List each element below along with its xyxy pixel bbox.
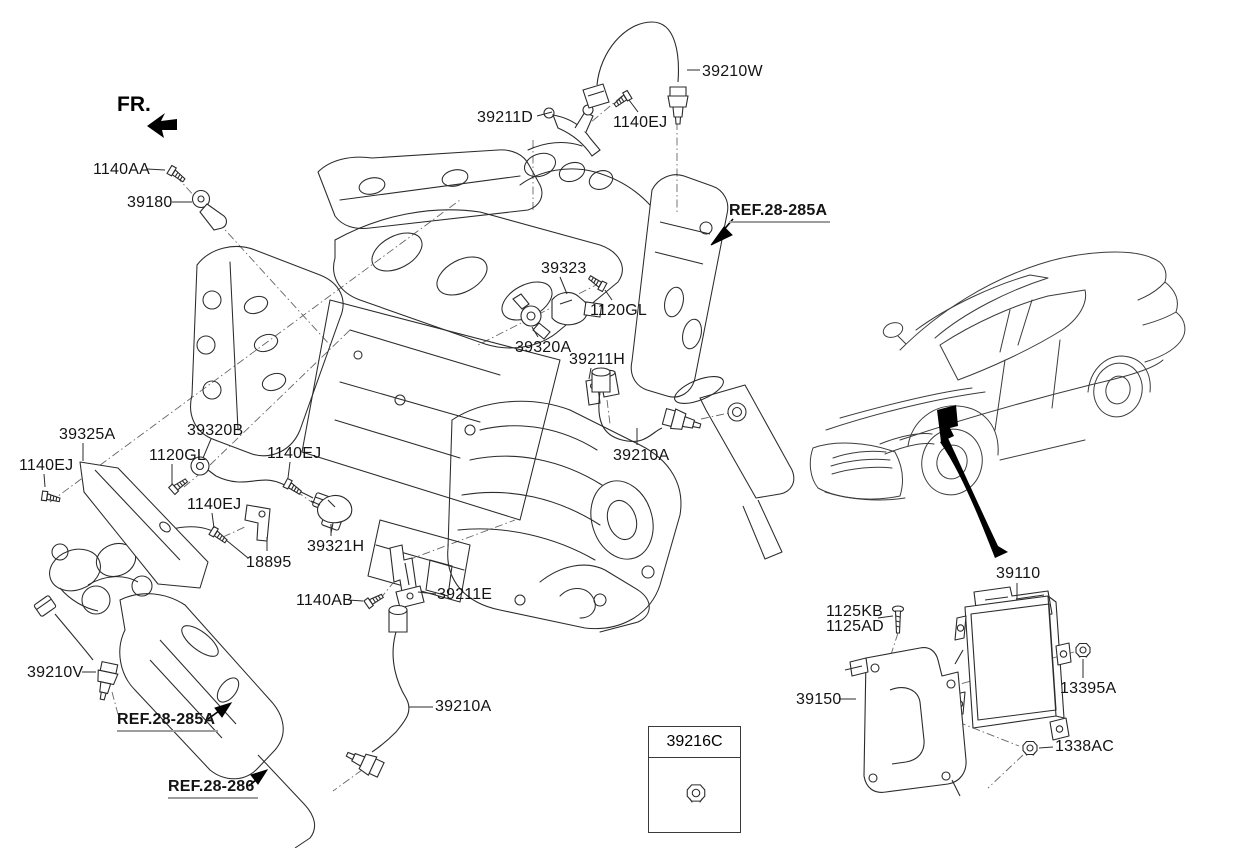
bracket-18895 — [245, 505, 270, 541]
part-label-39321h[interactable]: 39321H — [307, 538, 365, 555]
part-label-1140ej-left[interactable]: 1140EJ — [19, 457, 74, 474]
part-label-13395a[interactable]: 13395A — [1060, 680, 1117, 697]
part-label-1140ej-low[interactable]: 1140EJ — [187, 496, 242, 513]
part-label-1140aa[interactable]: 1140AA — [93, 161, 150, 178]
bracket-39211d — [544, 105, 600, 156]
part-label-1125ad[interactable]: 1125AD — [826, 618, 884, 635]
part-label-39180[interactable]: 39180 — [127, 194, 173, 211]
inset-box-39216c: 39216C — [648, 726, 741, 833]
ref-label-28-285a-bottom[interactable]: REF.28-285A — [117, 711, 219, 733]
o2-sensor-39210a-right — [592, 368, 704, 441]
part-label-39320a[interactable]: 39320A — [515, 339, 572, 356]
part-label-39211h[interactable]: 39211H — [569, 351, 626, 368]
nut-1338ac — [1022, 740, 1038, 757]
part-label-39210v[interactable]: 39210V — [27, 664, 84, 681]
ecu-39110 — [954, 587, 1071, 740]
bracket-39211e — [390, 545, 424, 608]
screw-1125kb — [893, 606, 904, 633]
o2-sensor-39210v — [33, 594, 121, 703]
part-label-39110[interactable]: 39110 — [996, 565, 1041, 582]
part-label-1140ab[interactable]: 1140AB — [296, 592, 353, 609]
exhaust-pipe-lower-left — [44, 527, 315, 848]
bolt-1140aa — [165, 164, 188, 185]
clamp-39321h — [311, 496, 352, 533]
part-label-39210a-bottom[interactable]: 39210A — [435, 698, 492, 715]
ref-arrow-285a-bottom — [208, 703, 231, 719]
sensor-39320a — [513, 294, 550, 339]
bolt-1140ej-left — [39, 489, 62, 506]
part-label-39323[interactable]: 39323 — [541, 260, 587, 277]
location-marker — [937, 405, 1008, 558]
fr-direction-arrow — [147, 113, 177, 138]
leader-lines — [44, 70, 1083, 748]
ref-label-28-285a-top[interactable]: REF.28-285A — [729, 202, 831, 224]
fr-indicator-label: FR. — [117, 93, 151, 116]
part-label-39150[interactable]: 39150 — [796, 691, 842, 708]
ref-arrow-285a-top — [711, 219, 733, 245]
ref-label-28-286[interactable]: REF.28-286 — [168, 778, 258, 800]
sensor-39180 — [193, 191, 227, 231]
bolt-1140ab — [363, 590, 386, 610]
part-label-39216c[interactable]: 39216C — [649, 727, 740, 758]
sensor-39320b-cable — [191, 457, 344, 532]
part-label-39320b[interactable]: 39320B — [187, 422, 244, 439]
engine-illustration — [191, 143, 681, 632]
bolt-1140ej-top — [611, 89, 634, 110]
part-label-1125kb[interactable]: 1125KB — [826, 603, 883, 620]
bolt-1140ej-mid — [281, 477, 304, 498]
part-label-1140ej-mid[interactable]: 1140EJ — [267, 445, 322, 462]
part-label-1120gl-right[interactable]: 1120GL — [590, 302, 647, 319]
bracket-39150 — [845, 648, 966, 796]
o2-sensor-39210w — [583, 22, 689, 125]
ref-arrow-286 — [249, 770, 267, 786]
o2-sensor-39210a-bottom — [342, 606, 409, 780]
part-label-1338ac[interactable]: 1338AC — [1055, 738, 1115, 755]
bolt-1120gl-right — [586, 272, 609, 293]
part-label-39325a[interactable]: 39325A — [59, 426, 116, 443]
nut-13395a — [1075, 642, 1091, 659]
part-label-1120gl-left[interactable]: 1120GL — [149, 447, 206, 464]
heat-protector-39325a — [80, 462, 208, 588]
part-label-18895[interactable]: 18895 — [246, 554, 292, 571]
part-label-39210w[interactable]: 39210W — [702, 63, 763, 80]
sensor-39323 — [552, 293, 602, 325]
part-label-39210a-right[interactable]: 39210A — [613, 447, 670, 464]
part-label-39211d[interactable]: 39211D — [477, 109, 534, 126]
exhaust-pipe-upper — [631, 175, 794, 559]
part-label-1140ej-top[interactable]: 1140EJ — [613, 114, 668, 131]
car-illustration — [810, 252, 1185, 502]
part-label-39211e[interactable]: 39211E — [437, 586, 493, 603]
